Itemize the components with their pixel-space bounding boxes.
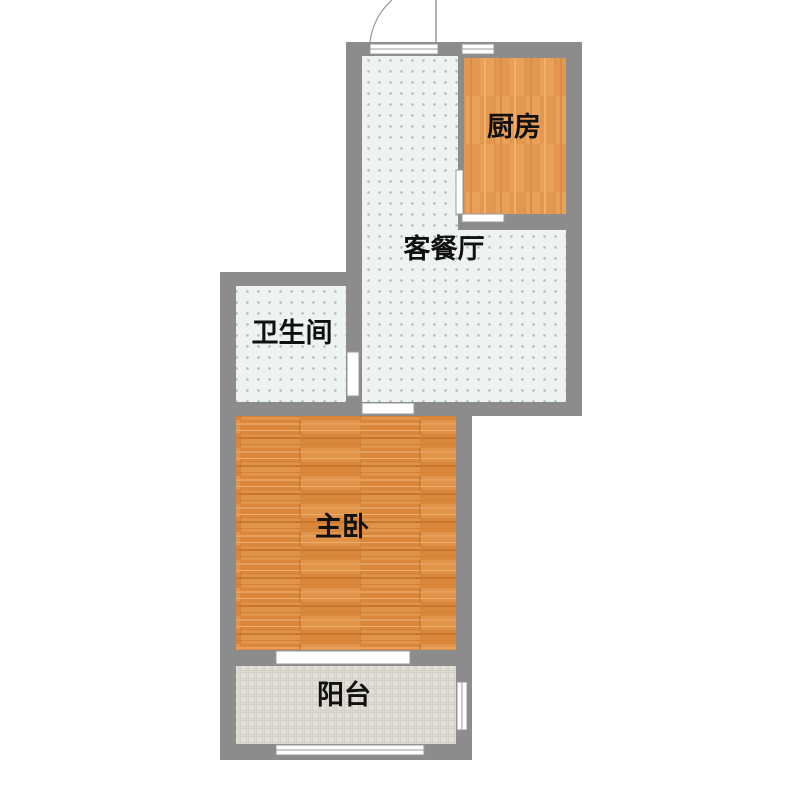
windows: [275, 43, 505, 756]
living-dining-label: 客餐厅: [404, 233, 485, 265]
door-kitchen: [461, 213, 505, 223]
bathroom-floor: [236, 286, 346, 402]
balcony-label: 阳台: [317, 679, 371, 711]
entrance-door-icon: [369, 0, 437, 43]
kitchen-floor: [464, 58, 566, 214]
door-kitchen-side: [455, 169, 464, 215]
bathroom-label: 卫生间: [252, 318, 333, 349]
door-bathroom: [346, 351, 360, 397]
living-extension-floor: [362, 236, 566, 402]
kitchen-label: 厨房: [487, 112, 541, 143]
door-bedroom: [361, 402, 415, 415]
bedroom-floor: [236, 416, 456, 650]
door-balcony: [275, 650, 411, 665]
master-bedroom-label: 主卧: [315, 512, 369, 543]
balcony-floor: [236, 666, 456, 744]
